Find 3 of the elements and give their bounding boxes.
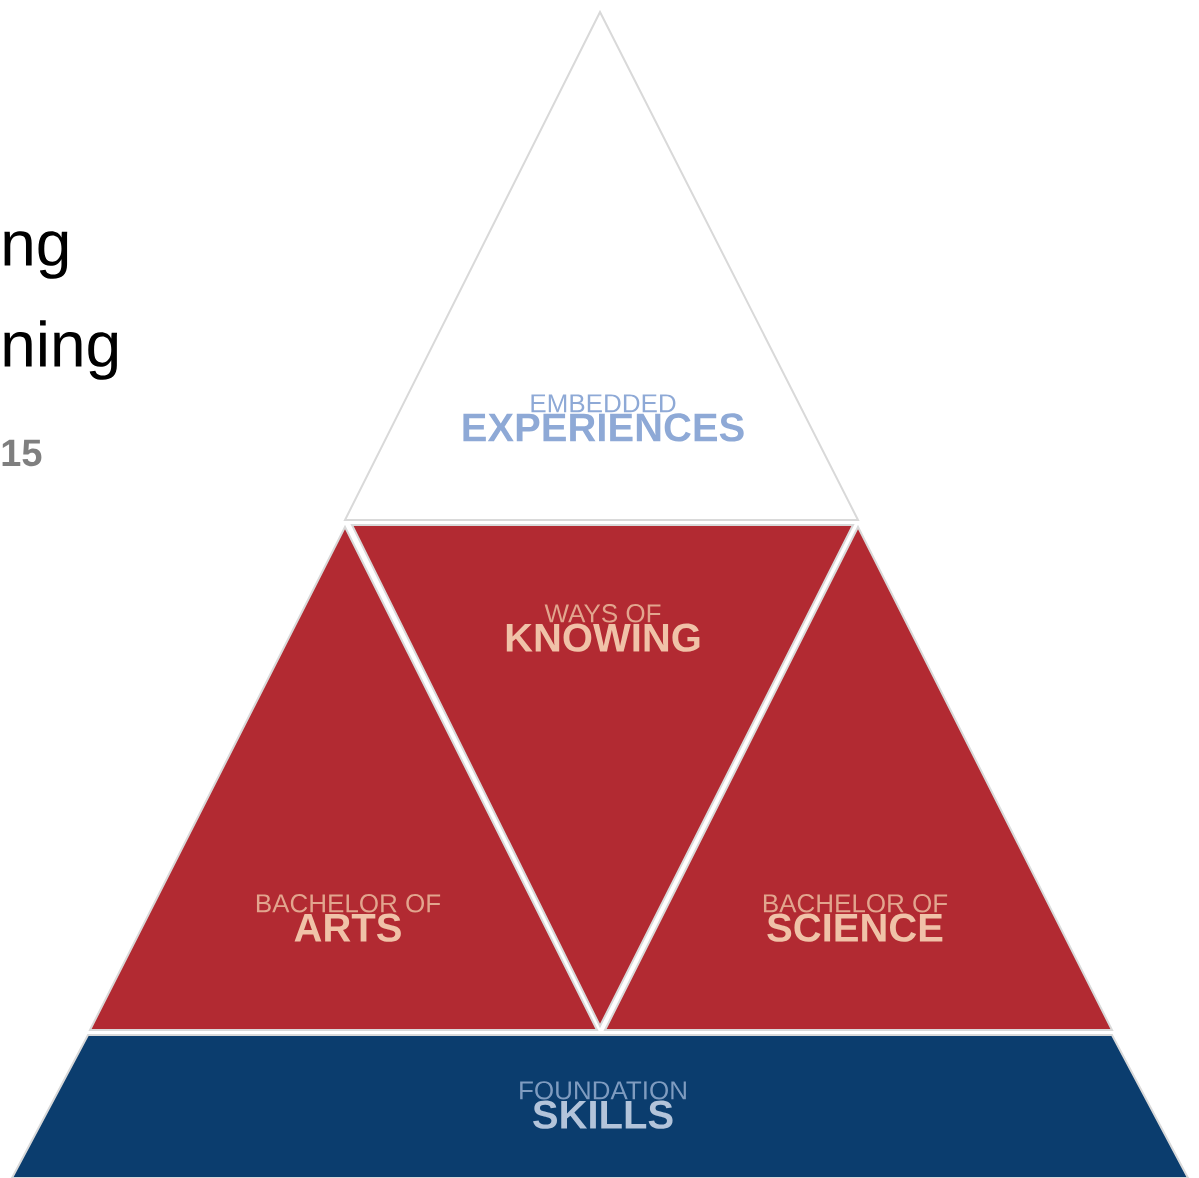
text-fragment: ng — [4, 231, 68, 279]
text-fragment: ning — [4, 320, 118, 380]
text-fragment: 15 — [2, 439, 42, 467]
